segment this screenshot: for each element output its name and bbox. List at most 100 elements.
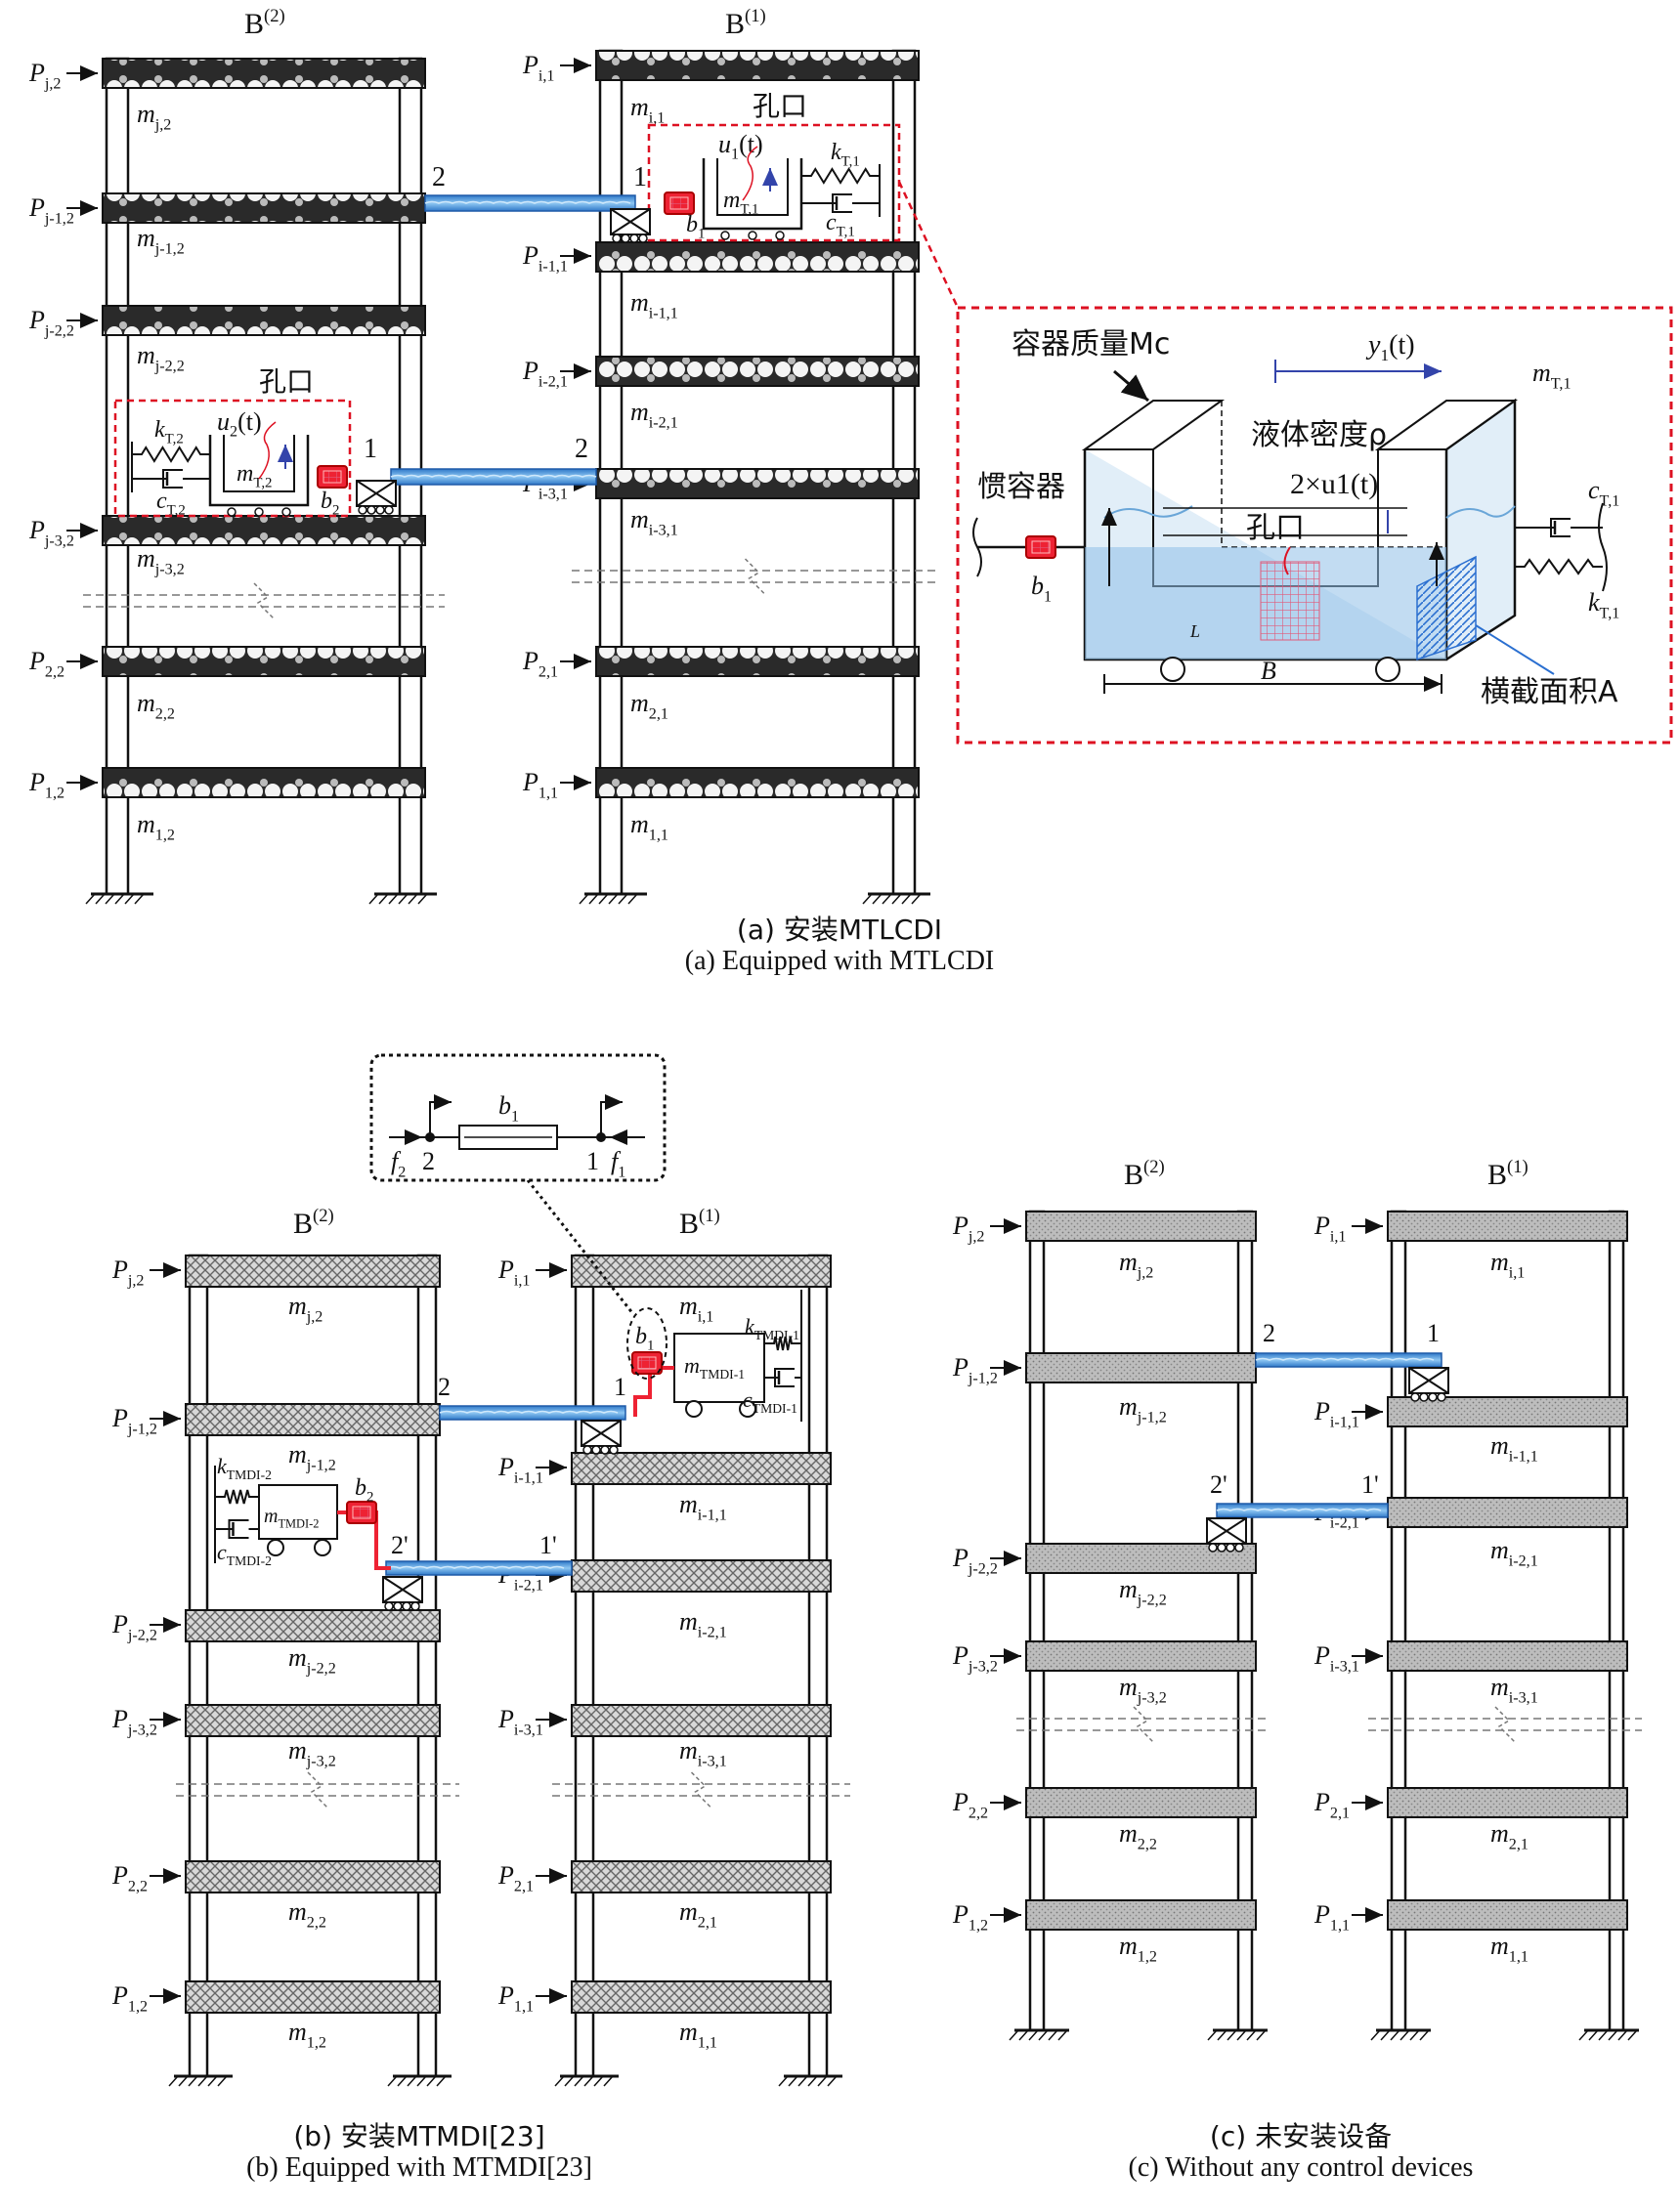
bearing-b-lower-cross <box>382 1576 423 1603</box>
mass-a-right: m1,1 <box>630 810 668 843</box>
right-b-ground-left-hatch <box>603 2075 614 2087</box>
tmd-mass-right-label: mTMDI-1 <box>684 1353 745 1382</box>
right-a-ground-left-hatch <box>608 893 619 905</box>
detail-inerter-b-label: b1 <box>1031 572 1052 605</box>
right-b-column-left <box>574 1254 595 2078</box>
load-c-left-label: Pj-1,2 <box>952 1353 998 1386</box>
inset-f2-label: f2 <box>391 1147 406 1180</box>
left-b-ground-left-hatch <box>197 2075 208 2087</box>
right-b-floor-slab <box>571 1452 832 1485</box>
liquid-tank-right-wheel <box>720 231 730 240</box>
right-a-ground-right-hatch <box>862 893 873 905</box>
detail-damper <box>1550 518 1571 537</box>
load-c-right-label: Pi-1,1 <box>1313 1397 1359 1430</box>
detail-inerter-label: 惯容器 <box>977 470 1065 504</box>
mass-b-right: m2,1 <box>679 1897 717 1931</box>
right-a-floor-slab <box>595 767 920 798</box>
left-a-ground-right-hatch <box>368 893 379 905</box>
tmd-damper-right <box>774 1368 795 1387</box>
load-b-left-label: P1,2 <box>111 1981 148 2015</box>
mass-a-right: mi-2,1 <box>630 398 678 431</box>
bearing-b-upper-roller <box>600 1445 610 1455</box>
break-left-c-zigzag <box>1133 1706 1154 1743</box>
inset-disp-right <box>600 1094 623 1137</box>
mass-a-left: mj-2,2 <box>137 341 185 374</box>
right-b-floor-slab <box>571 1559 832 1593</box>
right-b-floor-slab <box>571 1980 832 2014</box>
right-a-floor-slab <box>595 468 920 499</box>
damper-ct2 <box>162 469 183 489</box>
break-right-c-zigzag <box>1494 1706 1516 1743</box>
bearing-a-upper-roller <box>621 234 630 243</box>
load-b-right-label: Pi-3,1 <box>497 1705 543 1738</box>
damper-ct1 <box>832 193 852 213</box>
node-1prime-b: 1' <box>539 1531 557 1559</box>
bearing-b-upper-roller <box>591 1445 601 1455</box>
detail-cross-section <box>1416 555 1477 661</box>
inset-leader <box>526 1179 635 1315</box>
left-a-ground-left-hatch <box>134 893 145 905</box>
detail-mass-label: mT,1 <box>1532 359 1571 392</box>
detail-container-mass-arrow <box>1113 369 1149 403</box>
right-c-ground-right-hatch <box>1578 2029 1589 2041</box>
load-a-left-label: Pj-2,2 <box>28 306 74 339</box>
detail-displacement-label: y1(t) <box>1365 330 1415 364</box>
bearing-a-lower-cross <box>356 480 397 507</box>
mass-a-right: mi-3,1 <box>630 505 678 538</box>
left-a-ground-right-hatch <box>388 893 399 905</box>
right-c-floor-slab <box>1387 1787 1628 1818</box>
detail-width-label: B <box>1261 657 1276 685</box>
load-b-right-label: P2,1 <box>497 1861 534 1894</box>
load-c-right-label: P1,1 <box>1313 1900 1350 1934</box>
left-a-floor-slab <box>102 767 426 798</box>
connector-pipe-upper-b-wave <box>439 1410 619 1414</box>
right-c-ground-left-hatch <box>1370 2029 1381 2041</box>
break-right-a-zigzag <box>744 558 766 595</box>
kt1-label: kT,1 <box>831 140 860 170</box>
left-c-ground-right-hatch <box>1236 2029 1247 2041</box>
left-a-floor-slab <box>102 646 426 677</box>
load-b-right-label: Pi-1,1 <box>497 1453 543 1486</box>
right-a-ground-right-hatch <box>872 893 883 905</box>
left-b-floor-slab <box>185 1980 441 2014</box>
liquid-tank-right-wheel <box>748 231 757 240</box>
right-c-floor-slab <box>1387 1211 1628 1242</box>
inset-f1-label: f1 <box>611 1147 625 1180</box>
liquid-tank-right <box>702 158 803 231</box>
bearing-b-lower-roller <box>410 1601 420 1611</box>
load-a-left-label: Pj-3,2 <box>28 516 74 549</box>
caption-b-en: (b) Equipped with MTMDI[23] <box>246 2152 592 2183</box>
ct2-label: cT,2 <box>156 489 186 519</box>
bearing-b-upper-roller <box>609 1445 619 1455</box>
tmd-wheel <box>314 1539 331 1556</box>
inerter-highlight <box>626 1307 667 1380</box>
load-c-right-label: Pi-3,1 <box>1313 1641 1359 1675</box>
bearing-a-lower-roller <box>375 505 385 515</box>
bearing-b-lower-roller <box>402 1601 411 1611</box>
connector-pipe-lower-b-wave <box>385 1565 565 1569</box>
right-c-ground-right-hatch <box>1598 2029 1609 2041</box>
load-a-left-label: P2,2 <box>28 647 65 680</box>
node-1-b: 1 <box>614 1373 626 1401</box>
orifice-flow-left <box>258 421 277 480</box>
node-2-upper: 2 <box>432 162 446 192</box>
detail-spring <box>1515 558 1603 575</box>
load-c-right-label: Pi,1 <box>1313 1212 1346 1245</box>
mass-b-left: mj,2 <box>288 1292 323 1325</box>
load-c-left-label: P1,2 <box>952 1900 988 1934</box>
bearing-c-lower-roller <box>1234 1543 1244 1553</box>
load-a-left-label: P1,2 <box>28 768 65 801</box>
left-c-ground-left-hatch <box>1048 2029 1058 2041</box>
bearing-b-upper-cross <box>581 1420 622 1447</box>
left-c-ground-right-hatch <box>1217 2029 1227 2041</box>
right-a-ground-left-hatch <box>598 893 609 905</box>
right-c-ground-right-hatch <box>1627 2029 1638 2041</box>
node-2prime-c: 2' <box>1210 1470 1227 1499</box>
mass-b-left: mj-2,2 <box>288 1643 336 1677</box>
mt2-label: mT,2 <box>237 461 272 491</box>
load-a-left-label: Pj-1,2 <box>28 193 74 227</box>
caption-a-en: (a) Equipped with MTLCDI <box>684 946 995 976</box>
detail-right-wall <box>1598 502 1608 592</box>
mass-c-right: mi-1,1 <box>1490 1431 1538 1465</box>
break-left-a-zigzag <box>253 582 275 619</box>
